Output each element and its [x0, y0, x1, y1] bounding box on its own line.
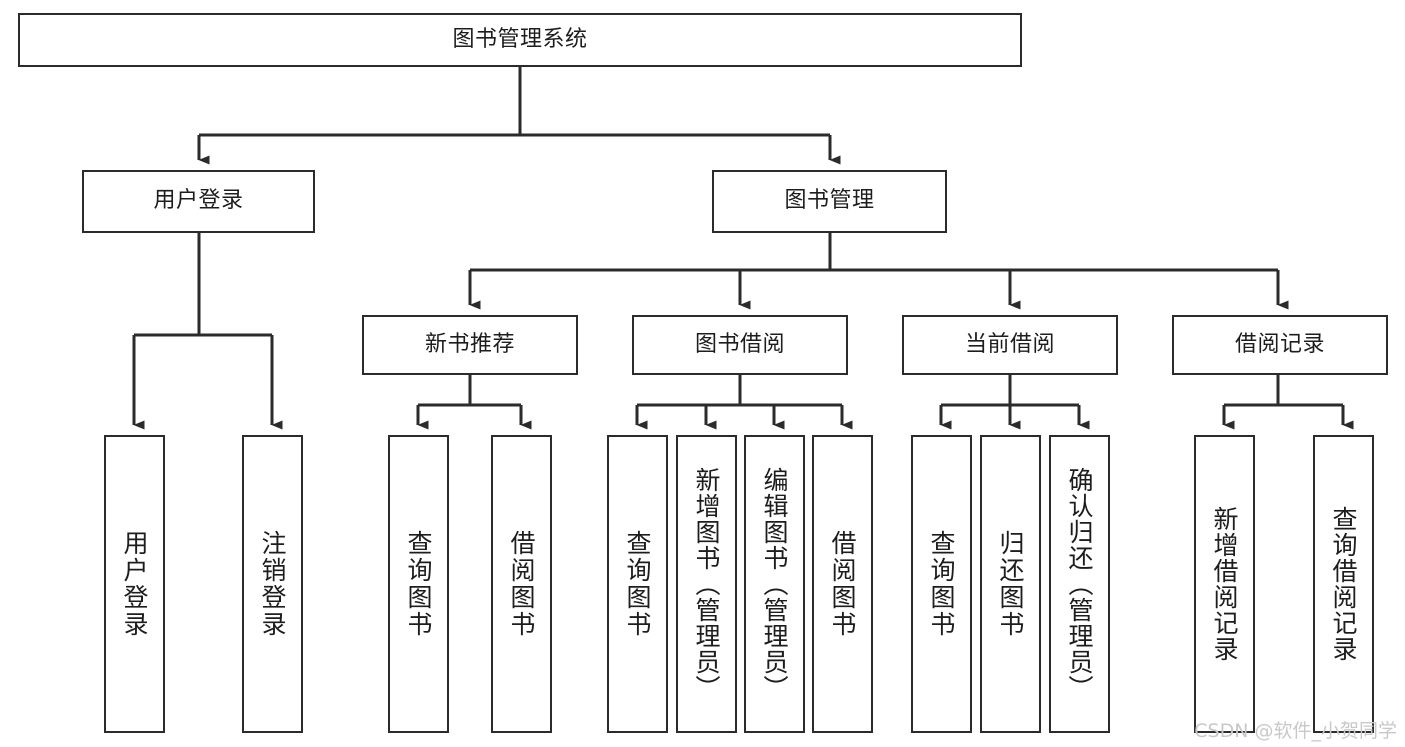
- node-leaf-query-record[interactable]: 查询借阅记录: [1313, 435, 1374, 733]
- node-leaf-borrow-book-2[interactable]: 借阅图书: [812, 435, 873, 733]
- node-leaf-add-record[interactable]: 新增借阅记录: [1194, 435, 1255, 733]
- node-current-borrow-label: 当前借阅: [964, 331, 1055, 357]
- node-leaf-add-book[interactable]: 新增图书（管理员）: [676, 435, 737, 733]
- node-root[interactable]: 图书管理系统: [18, 13, 1022, 67]
- node-leaf-confirm-return-label: 确认归还（管理员）: [1065, 467, 1094, 701]
- node-leaf-add-record-label: 新增借阅记录: [1210, 506, 1239, 662]
- node-user-login[interactable]: 用户登录: [82, 170, 315, 233]
- node-leaf-user-logout[interactable]: 注销登录: [242, 435, 303, 733]
- node-leaf-query-book-1[interactable]: 查询图书: [388, 435, 449, 733]
- node-new-book-recommend[interactable]: 新书推荐: [362, 315, 578, 375]
- node-borrow-record-label: 借阅记录: [1234, 331, 1325, 357]
- node-leaf-return-book-label: 归还图书: [996, 530, 1025, 638]
- node-book-manage[interactable]: 图书管理: [712, 170, 947, 233]
- node-current-borrow[interactable]: 当前借阅: [902, 315, 1118, 375]
- node-leaf-borrow-book-1-label: 借阅图书: [507, 530, 536, 638]
- node-book-manage-label: 图书管理: [784, 188, 875, 214]
- node-leaf-user-logout-label: 注销登录: [258, 530, 287, 638]
- node-leaf-query-book-3[interactable]: 查询图书: [911, 435, 972, 733]
- node-borrow-record[interactable]: 借阅记录: [1172, 315, 1388, 375]
- node-leaf-user-login-label: 用户登录: [120, 530, 149, 638]
- node-leaf-borrow-book-1[interactable]: 借阅图书: [491, 435, 552, 733]
- node-leaf-confirm-return[interactable]: 确认归还（管理员）: [1049, 435, 1110, 733]
- node-leaf-edit-book-label: 编辑图书（管理员）: [760, 467, 789, 701]
- node-user-login-label: 用户登录: [153, 188, 244, 214]
- node-root-label: 图书管理系统: [452, 26, 588, 52]
- node-book-borrow-label: 图书借阅: [694, 331, 785, 357]
- node-leaf-user-login[interactable]: 用户登录: [104, 435, 165, 733]
- node-leaf-return-book[interactable]: 归还图书: [980, 435, 1041, 733]
- node-leaf-query-book-1-label: 查询图书: [404, 530, 433, 638]
- node-leaf-query-record-label: 查询借阅记录: [1329, 506, 1358, 662]
- node-leaf-add-book-label: 新增图书（管理员）: [692, 467, 721, 701]
- node-leaf-query-book-2-label: 查询图书: [623, 530, 652, 638]
- node-leaf-query-book-3-label: 查询图书: [927, 530, 956, 638]
- watermark: CSDN @软件_小贺同学: [1194, 720, 1397, 742]
- node-leaf-query-book-2[interactable]: 查询图书: [607, 435, 668, 733]
- node-leaf-borrow-book-2-label: 借阅图书: [828, 530, 857, 638]
- node-new-book-recommend-label: 新书推荐: [424, 331, 515, 357]
- node-book-borrow[interactable]: 图书借阅: [632, 315, 848, 375]
- node-leaf-edit-book[interactable]: 编辑图书（管理员）: [744, 435, 805, 733]
